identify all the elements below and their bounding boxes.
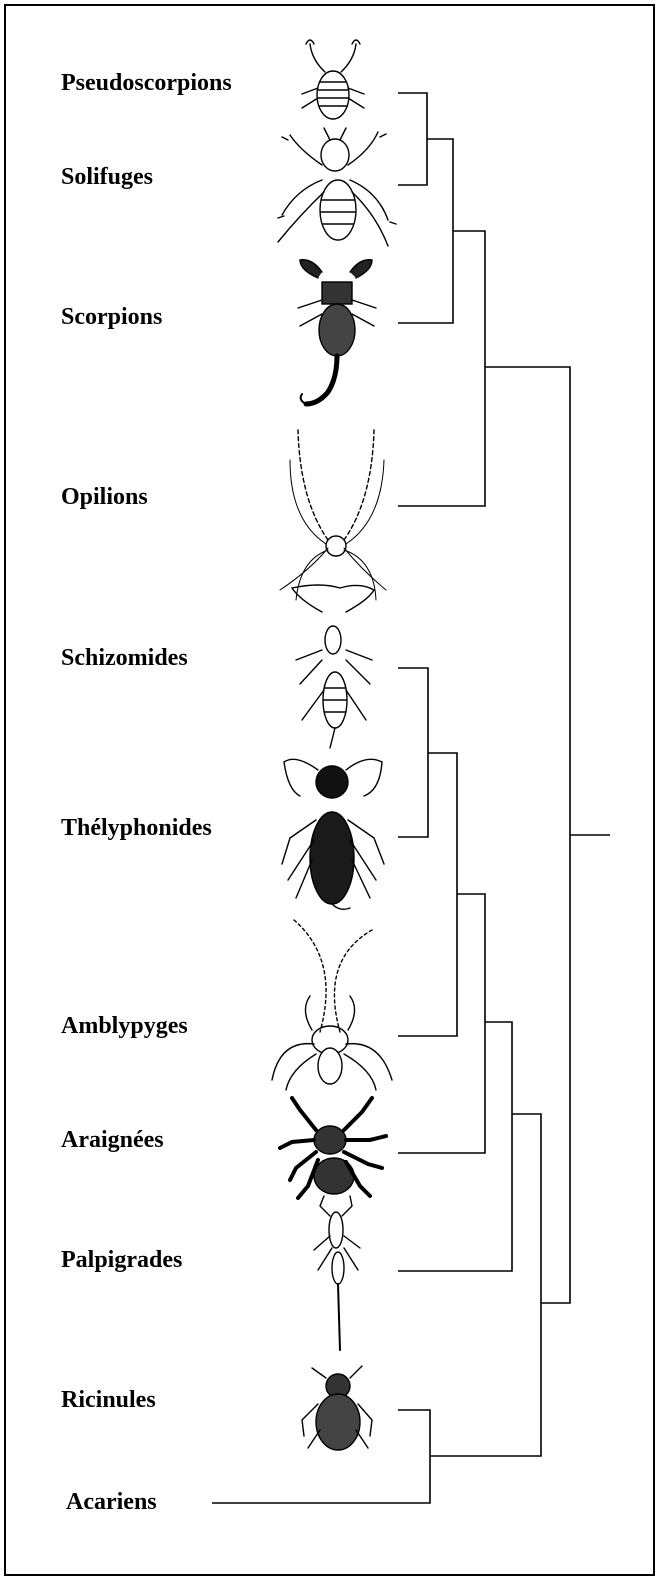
pseudoscorpion-drawing [302,40,364,119]
ricinulei-drawing [302,1366,372,1450]
schizomid-drawing [292,585,374,748]
tree-branches [212,93,610,1503]
whip-scorpion-drawing [282,759,384,909]
spider-drawing [280,1098,386,1198]
solifuge-drawing [278,128,396,246]
whip-spider-drawing [272,920,392,1090]
palpigrade-drawing [314,1196,360,1350]
harvestman-drawing [280,430,386,600]
scorpion-drawing [298,260,376,404]
